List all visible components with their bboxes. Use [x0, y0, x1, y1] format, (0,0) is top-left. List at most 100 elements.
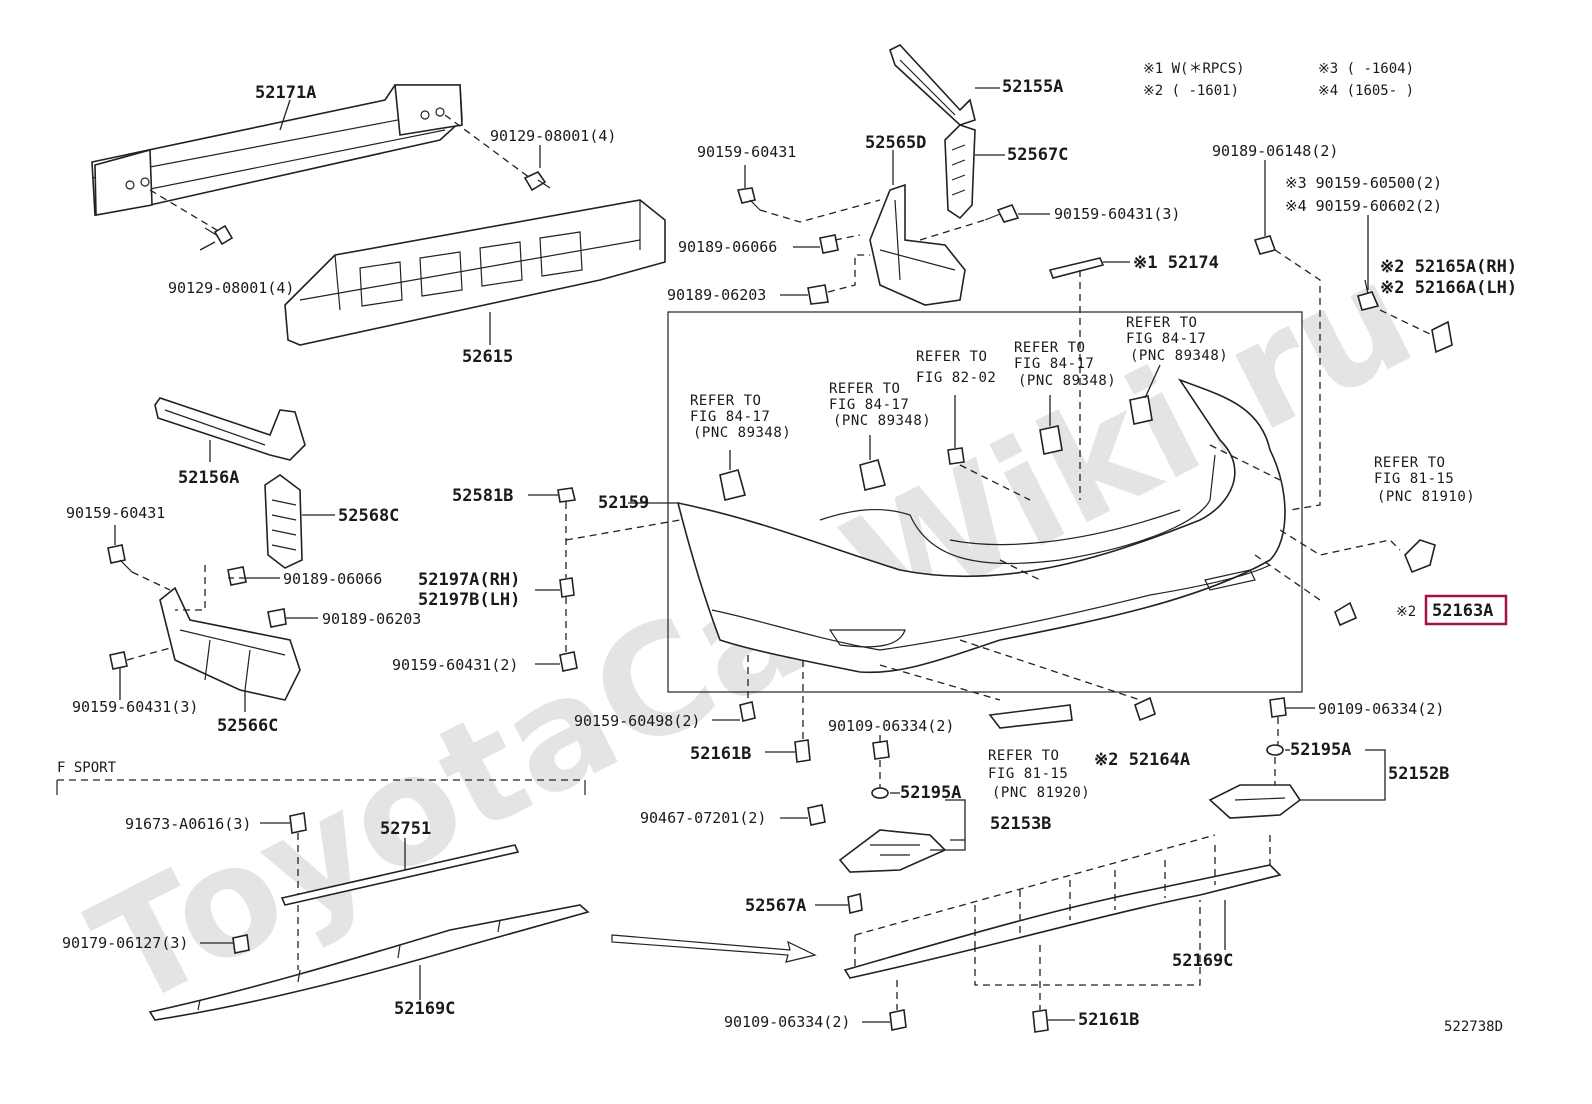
label-52165A[interactable]: ※2 52165A(RH): [1380, 257, 1517, 277]
label-52615[interactable]: 52615: [462, 347, 513, 367]
svg-text:FIG 84-17: FIG 84-17: [1014, 356, 1094, 372]
nut-90189-06066-top: [819, 234, 839, 254]
label-91673[interactable]: 91673-A0616(3): [125, 815, 251, 833]
clip-ref-1: [719, 469, 746, 501]
label-90159-60498[interactable]: 90159-60498(2): [574, 712, 700, 730]
cover-ref-81910: [1404, 539, 1436, 574]
label-52195A-b[interactable]: 52195A: [1290, 740, 1351, 760]
refer-note-7: REFER TO FIG 81-15 (PNC 81920): [988, 748, 1090, 801]
label-90189-06066-top[interactable]: 90189-06066: [678, 238, 777, 256]
label-52153B[interactable]: 52153B: [990, 814, 1051, 834]
label-90159-60431-3-top[interactable]: 90159-60431(3): [1054, 205, 1180, 223]
clip-52567A: [847, 893, 863, 914]
nut-90189-06203-left: [267, 608, 287, 628]
bolt-90159-60431-left: [107, 544, 133, 573]
label-52159[interactable]: 52159: [598, 493, 649, 513]
bolt-90159-60498: [739, 701, 756, 722]
bolt-90159-60431-2: [559, 651, 578, 672]
svg-text:FIG 84-17: FIG 84-17: [1126, 331, 1206, 347]
bumper-assembly-frame: [667, 311, 1303, 693]
bolt-90109-06334-b: [1269, 697, 1287, 718]
label-52169C-fsport[interactable]: 52169C: [394, 999, 455, 1019]
label-90159-60500[interactable]: ※3 90159-60500(2): [1285, 174, 1442, 192]
label-90109-06334-b[interactable]: 90109-06334(2): [1318, 700, 1444, 718]
label-52568C[interactable]: 52568C: [338, 506, 399, 526]
reflector-52152B: [1208, 784, 1302, 819]
label-52581B[interactable]: 52581B: [452, 486, 513, 506]
label-90129-08001-b[interactable]: 90129-08001(4): [168, 279, 294, 297]
label-90159-60431-left[interactable]: 90159-60431: [66, 504, 165, 522]
screw-90159-60500: [1357, 279, 1380, 311]
label-52156A[interactable]: 52156A: [178, 468, 239, 488]
cover-52164A: [1134, 696, 1156, 722]
highlight-box-52163A: [1424, 594, 1508, 626]
label-52171A[interactable]: 52171A: [255, 83, 316, 103]
label-90189-06148[interactable]: 90189-06148(2): [1212, 142, 1338, 160]
refer-note-6: REFER TO FIG 81-15 (PNC 81910): [1374, 455, 1475, 505]
molding-52751: [280, 844, 520, 906]
label-90109-06334-c[interactable]: 90109-06334(2): [724, 1013, 850, 1031]
direction-arrow: [611, 934, 817, 963]
label-90189-06203-top[interactable]: 90189-06203: [667, 286, 766, 304]
label-52161B-b[interactable]: 52161B: [1078, 1010, 1139, 1030]
label-52155A[interactable]: 52155A: [1002, 77, 1063, 97]
label-52566C[interactable]: 52566C: [217, 716, 278, 736]
label-52161B-a[interactable]: 52161B: [690, 744, 751, 764]
label-52163A[interactable]: 52163A: [1432, 601, 1493, 621]
label-52152B[interactable]: 52152B: [1388, 764, 1449, 784]
clip-ref-4: [1039, 425, 1063, 455]
svg-text:(PNC 89348): (PNC 89348): [1130, 348, 1228, 364]
refer-note-3: REFER TO FIG 82-02: [916, 349, 996, 386]
bracket-52565D: [869, 183, 966, 306]
reinforcement-52171A: [91, 84, 463, 216]
bolt-91673: [289, 812, 307, 834]
washer-52195A-a: [871, 787, 889, 799]
retainer-52197A: [559, 577, 575, 598]
label-52567A[interactable]: 52567A: [745, 896, 806, 916]
label-90159-60431-3-left[interactable]: 90159-60431(3): [72, 698, 198, 716]
label-52174[interactable]: ※1 52174: [1133, 253, 1219, 273]
label-52163A-mark: ※2: [1396, 604, 1416, 620]
note-1: ※1 W(＊RPCS): [1143, 61, 1245, 77]
label-90467-07201[interactable]: 90467-07201(2): [640, 809, 766, 827]
label-52565D[interactable]: 52565D: [865, 133, 926, 153]
retainer-52581B: [557, 487, 576, 503]
bolt-90159-60431-3-left: [109, 651, 128, 670]
label-90189-06203-left[interactable]: 90189-06203: [322, 610, 421, 628]
note-3: ※3 ( -1604): [1318, 61, 1414, 77]
label-52197B[interactable]: 52197B(LH): [418, 590, 520, 610]
bolt-90129-08001-b: [204, 224, 234, 246]
bracket-52566C: [159, 586, 301, 701]
cover-52174: [1048, 257, 1105, 279]
label-90189-06066-left[interactable]: 90189-06066: [283, 570, 382, 588]
svg-text:REFER TO: REFER TO: [988, 748, 1059, 764]
bolt-90109-06334-a: [872, 740, 890, 760]
label-52164A[interactable]: ※2 52164A: [1094, 750, 1190, 770]
clip-ref-5: [1129, 395, 1153, 425]
note-2: ※2 ( -1601): [1143, 83, 1239, 99]
svg-text:FIG 84-17: FIG 84-17: [690, 409, 770, 425]
clip-ref-2: [859, 459, 886, 491]
nut-90189-06203-top: [807, 284, 829, 305]
svg-text:FIG 81-15: FIG 81-15: [1374, 471, 1454, 487]
label-90159-60431-2[interactable]: 90159-60431(2): [392, 656, 518, 674]
reflector-ref-81920: [988, 704, 1073, 729]
clip-52161B-a: [794, 739, 811, 763]
energy-absorber-52615: [284, 199, 666, 346]
note-4: ※4 (1605- ): [1318, 83, 1414, 99]
label-90159-60602[interactable]: ※4 90159-60602(2): [1285, 197, 1442, 215]
bolt-90109-06334-c: [889, 1009, 907, 1031]
label-52751[interactable]: 52751: [380, 819, 431, 839]
label-52169C[interactable]: 52169C: [1172, 951, 1233, 971]
label-90179[interactable]: 90179-06127(3): [62, 934, 188, 952]
label-90109-06334-a[interactable]: 90109-06334(2): [828, 717, 954, 735]
label-52166A[interactable]: ※2 52166A(LH): [1380, 278, 1517, 298]
spacer-52568C: [264, 474, 303, 569]
label-52197A[interactable]: 52197A(RH): [418, 570, 520, 590]
label-52567C[interactable]: 52567C: [1007, 145, 1068, 165]
label-52195A-a[interactable]: 52195A: [900, 783, 961, 803]
label-90129-08001-a[interactable]: 90129-08001(4): [490, 127, 616, 145]
label-90159-60431-top[interactable]: 90159-60431: [697, 143, 796, 161]
spoiler-52169C-fsport: [148, 904, 590, 1021]
